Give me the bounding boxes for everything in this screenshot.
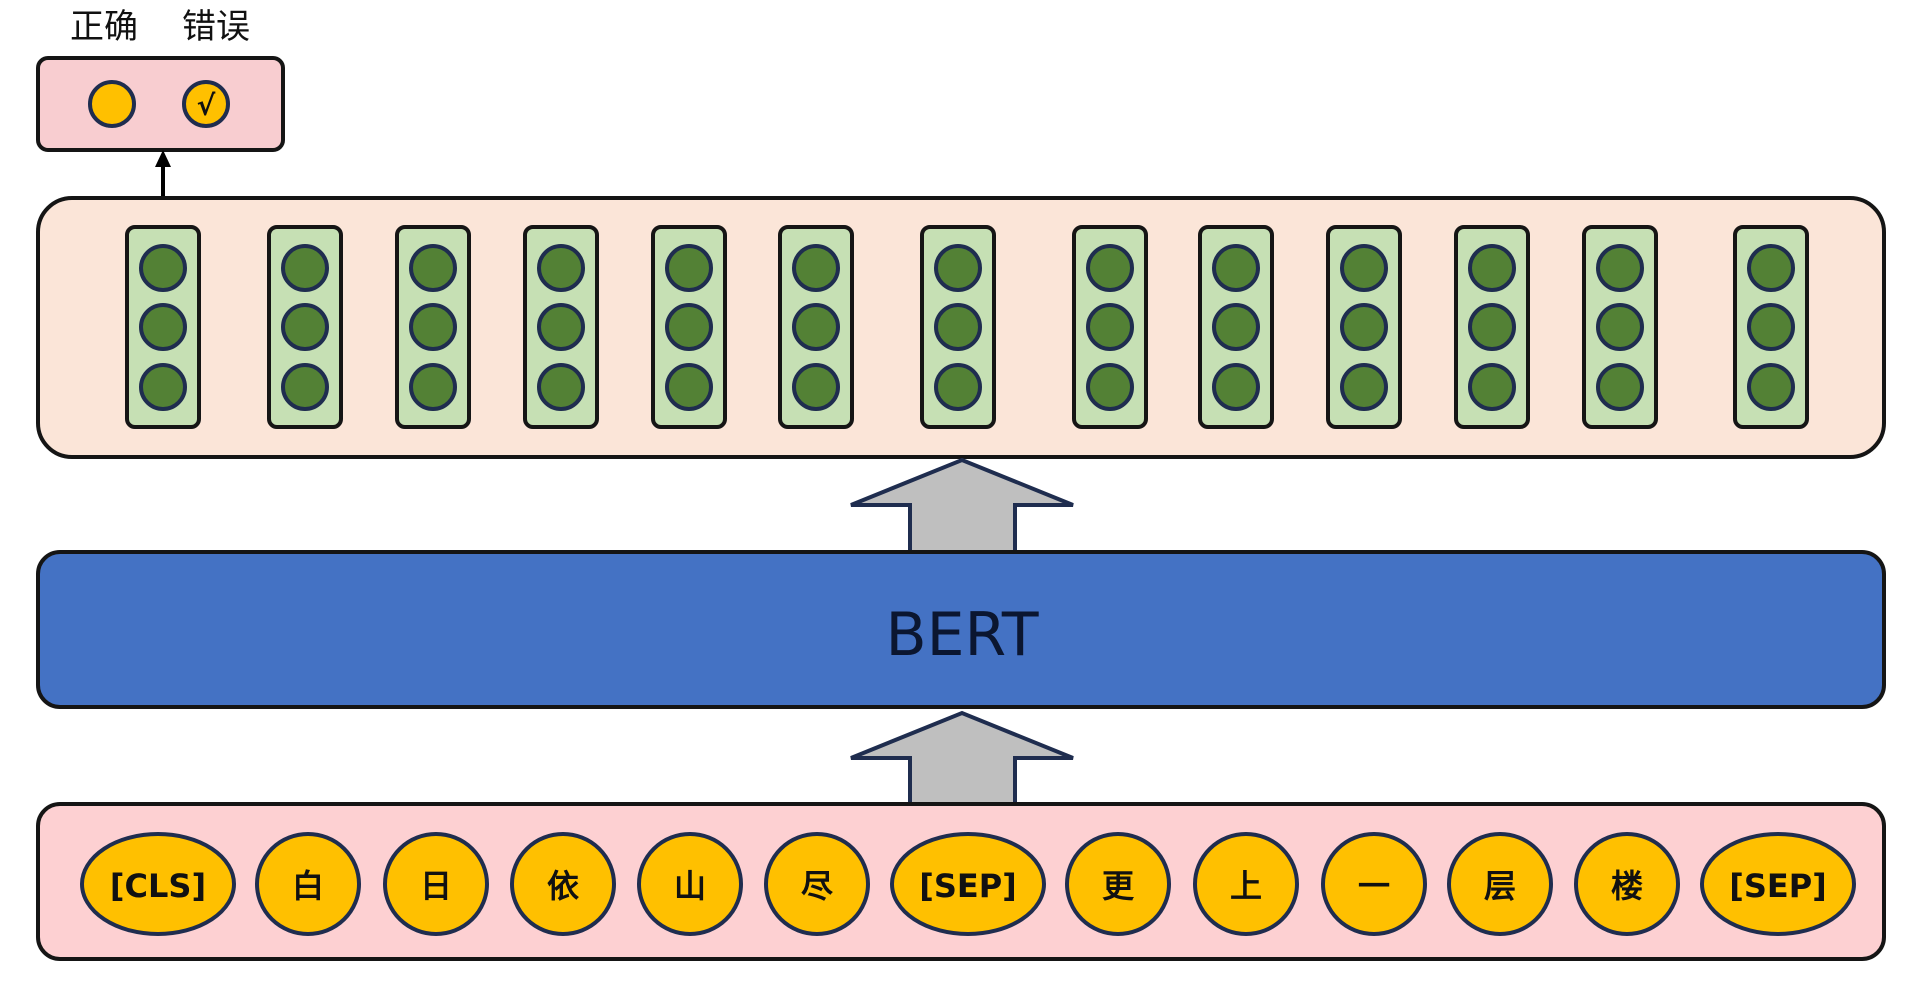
label-correct: 正确 bbox=[70, 7, 138, 47]
vector-node bbox=[1212, 363, 1260, 411]
vector-node bbox=[665, 303, 713, 351]
token-oval bbox=[890, 832, 1046, 936]
bert-block bbox=[36, 550, 1886, 709]
check-mark: √ bbox=[197, 89, 216, 122]
token-oval bbox=[1321, 832, 1427, 936]
vector-node bbox=[1596, 244, 1644, 292]
vector-node bbox=[1468, 303, 1516, 351]
vector-node bbox=[409, 363, 457, 411]
hidden-vectors bbox=[125, 225, 1809, 429]
vector-node bbox=[537, 363, 585, 411]
vector-node bbox=[139, 303, 187, 351]
vector-node bbox=[1596, 303, 1644, 351]
token-label: 上 bbox=[1230, 867, 1262, 905]
vector-node bbox=[934, 363, 982, 411]
bert-label: BERT bbox=[885, 600, 1038, 670]
vector-node bbox=[1747, 363, 1795, 411]
token-oval bbox=[1065, 832, 1171, 936]
vector-node bbox=[934, 244, 982, 292]
token-oval bbox=[510, 832, 616, 936]
vector-node bbox=[1212, 303, 1260, 351]
vector-node bbox=[792, 303, 840, 351]
token-oval bbox=[764, 832, 870, 936]
vector-node bbox=[1596, 363, 1644, 411]
vector-node bbox=[409, 244, 457, 292]
token-oval bbox=[80, 832, 236, 936]
token-label: 楼 bbox=[1611, 867, 1643, 905]
token-label: 层 bbox=[1484, 867, 1516, 905]
vector-node bbox=[537, 244, 585, 292]
vector-node bbox=[281, 363, 329, 411]
vector-node bbox=[1340, 303, 1388, 351]
vector-node bbox=[537, 303, 585, 351]
output-box bbox=[36, 56, 285, 152]
arrow-input-to-bert bbox=[850, 710, 1074, 806]
vector-node bbox=[1086, 244, 1134, 292]
vector-node bbox=[281, 303, 329, 351]
vector-node bbox=[409, 303, 457, 351]
output-node-wrong bbox=[182, 80, 230, 128]
vector-node bbox=[1086, 363, 1134, 411]
token-oval bbox=[1574, 832, 1680, 936]
vector-node bbox=[792, 244, 840, 292]
input-tokens: [CLS] 白 日 依 山 尽 [SEP] 更 上 一 层 楼 [SEP] bbox=[80, 832, 1856, 936]
arrow-bert-to-hidden bbox=[850, 457, 1074, 556]
token-oval bbox=[1447, 832, 1553, 936]
token-oval bbox=[1700, 832, 1856, 936]
vector-node bbox=[1086, 303, 1134, 351]
token-label: 山 bbox=[674, 867, 706, 905]
vector-node bbox=[1340, 244, 1388, 292]
token-label: [CLS] bbox=[110, 867, 206, 905]
token-label: 白 bbox=[292, 867, 324, 905]
vector-node bbox=[281, 244, 329, 292]
vector-node bbox=[934, 303, 982, 351]
token-oval bbox=[1193, 832, 1299, 936]
vector-node bbox=[1468, 244, 1516, 292]
vector-node bbox=[1212, 244, 1260, 292]
vector-node bbox=[1468, 363, 1516, 411]
vector-node bbox=[1747, 244, 1795, 292]
token-label: 依 bbox=[547, 867, 579, 905]
vector-node bbox=[139, 363, 187, 411]
vector-node bbox=[665, 244, 713, 292]
vector-node bbox=[665, 363, 713, 411]
output-node-correct bbox=[88, 80, 136, 128]
vector-node bbox=[1340, 363, 1388, 411]
label-wrong: 错误 bbox=[182, 7, 250, 47]
token-label: 一 bbox=[1358, 867, 1390, 905]
vector-node bbox=[1747, 303, 1795, 351]
token-label: 更 bbox=[1102, 867, 1135, 905]
token-oval bbox=[383, 832, 489, 936]
token-label: [SEP] bbox=[1729, 867, 1827, 905]
token-label: 尽 bbox=[801, 867, 833, 905]
token-oval bbox=[637, 832, 743, 936]
token-label: [SEP] bbox=[919, 867, 1017, 905]
token-oval bbox=[255, 832, 361, 936]
token-label: 日 bbox=[420, 867, 452, 905]
output-arrow-head bbox=[155, 150, 171, 167]
vector-node bbox=[139, 244, 187, 292]
vector-node bbox=[792, 363, 840, 411]
